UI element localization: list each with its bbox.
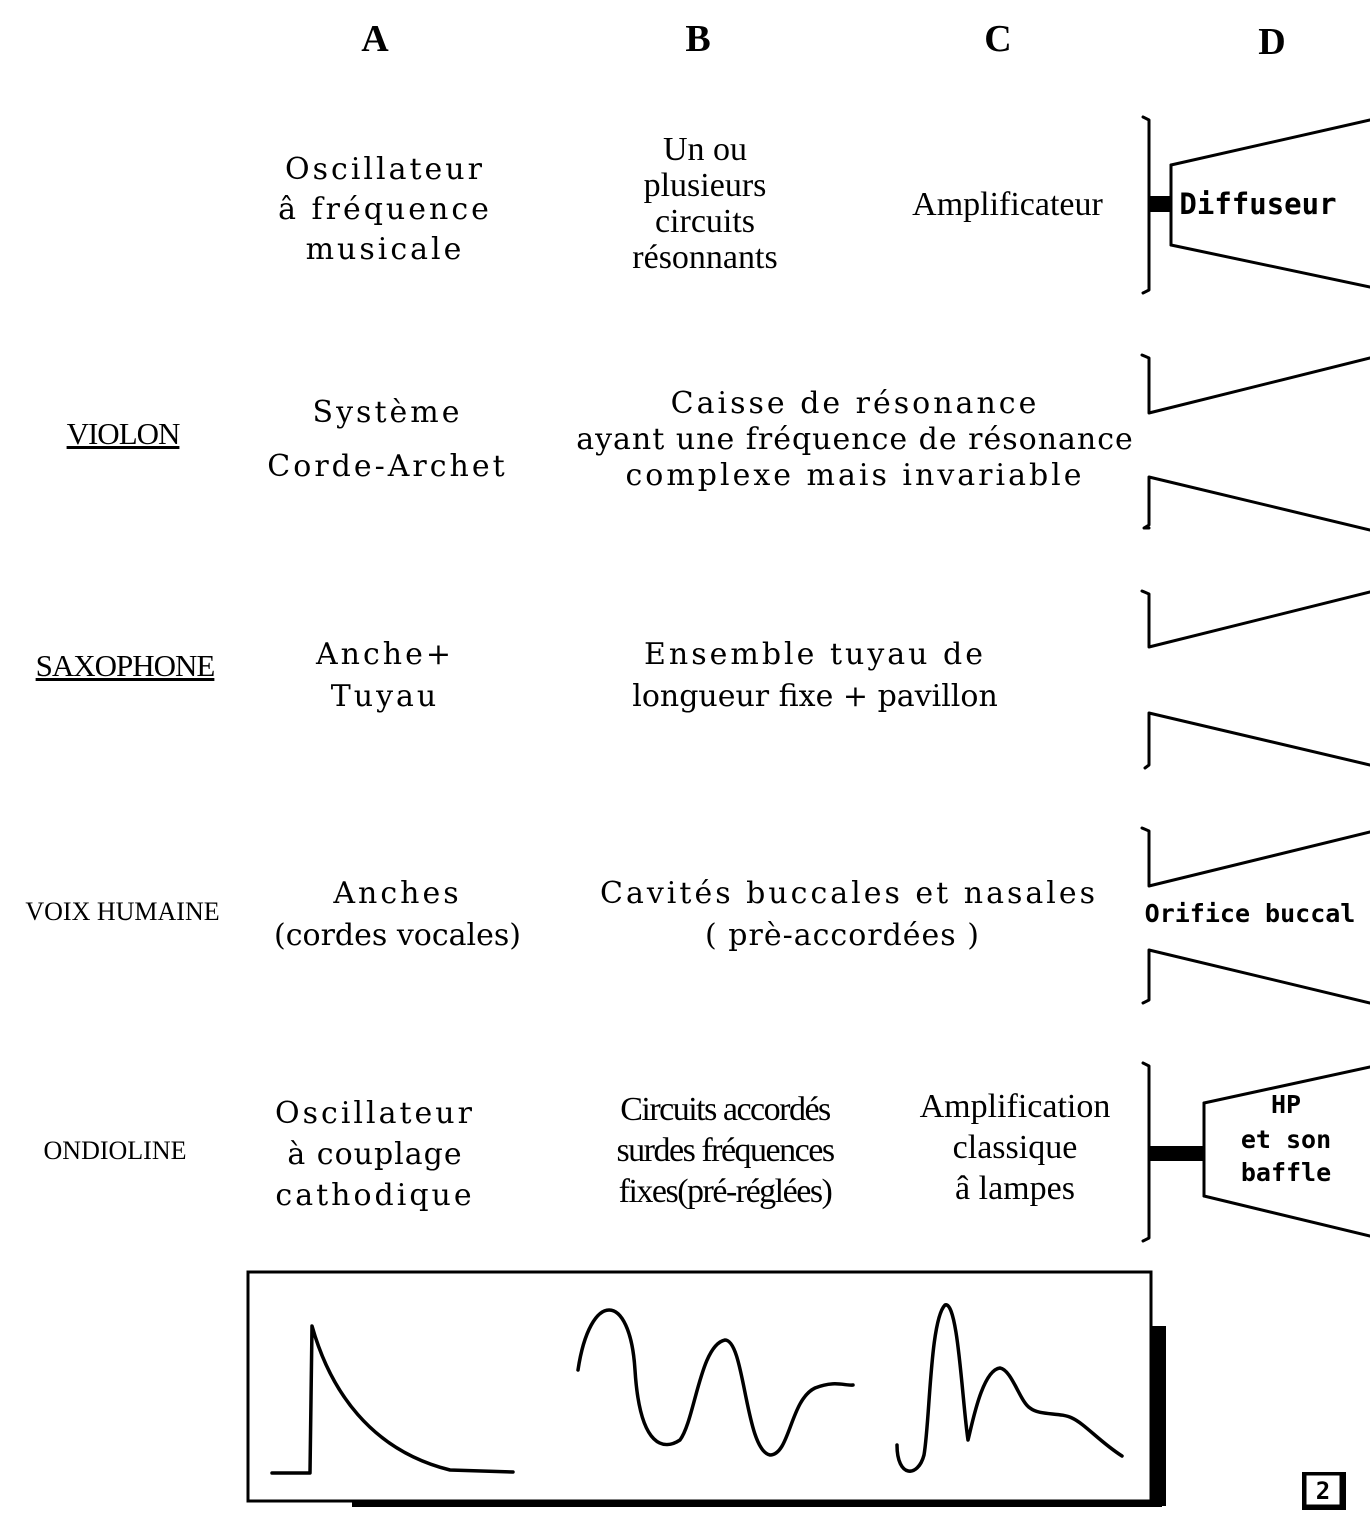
page-number-badge: 2 (1302, 1472, 1346, 1510)
text-line: complexe mais invariable (625, 458, 1085, 493)
generic-amplifier-text: Amplificateur (912, 186, 1103, 223)
ondioline-source-text: Oscillateur à couplage cathodique (250, 1093, 500, 1216)
text-line: cathodique (275, 1178, 475, 1213)
instrument-label-saxophone: SAXOPHONE (35, 648, 216, 683)
violon-horn-outline (1140, 353, 1370, 532)
waveform-excitation (270, 1324, 515, 1475)
text-line: classique (952, 1129, 1078, 1166)
text-line: plusieurs (643, 167, 767, 204)
text-line: ayant une fréquence de résonance (576, 422, 1134, 457)
mouth-label: Orifice buccal (1145, 899, 1356, 928)
saxophone-horn-outline (1140, 589, 1370, 770)
waveform-output (895, 1303, 1124, 1473)
ondioline-amplifier-text: Amplification classique â lampes (895, 1086, 1135, 1209)
generic-resonator-text: Un ou plusieurs circuits résonnants (585, 132, 825, 276)
instrument-label-voix-humaine: VOIX HUMAINE (25, 897, 220, 926)
text-line: (cordes vocales) (274, 918, 521, 953)
column-header-b: B (685, 18, 711, 60)
text-line: Corde-Archet (267, 449, 508, 484)
text-line: Cavités buccales et nasales (600, 876, 1098, 911)
saxophone-source-text: Anche+ Tuyau (280, 634, 490, 718)
text-line: résonnants (632, 239, 778, 276)
loudspeaker-label-line: HP (1271, 1090, 1301, 1119)
text-line: Oscillateur (275, 1096, 475, 1131)
violon-resonator-text: Caisse de résonance ayant une fréquence … (570, 386, 1140, 494)
voix-source-text: Anches (cordes vocales) (270, 873, 525, 957)
ondioline-resonator-text: Circuits accordés surdes fréquences fixe… (570, 1089, 880, 1212)
text-line: Caisse de résonance (670, 386, 1040, 421)
text-line: Tuyau (330, 679, 440, 714)
diffuser-label: Diffuseur (1179, 187, 1336, 221)
panel-shadow-right (1150, 1326, 1166, 1506)
text-line: Oscillateur (285, 152, 485, 187)
column-header-d: D (1258, 21, 1286, 63)
mouth-orifice-outline (1140, 826, 1370, 1005)
text-line: Anche+ (316, 637, 454, 672)
waveform-resonator (576, 1308, 855, 1457)
loudspeaker-label-line: et son (1241, 1125, 1331, 1154)
text-line: à couplage (287, 1137, 463, 1172)
text-line: circuits (654, 203, 756, 240)
voix-resonator-text: Cavités buccales et nasales ( prè-accord… (600, 873, 1098, 957)
text-line: Un ou (662, 131, 748, 168)
generic-source-text: Oscillateur â fréquence musicale (230, 150, 540, 270)
waveform-panel (246, 1270, 1166, 1507)
column-header-a: A (361, 18, 389, 60)
violon-source-text: Système Corde-Archet (255, 386, 520, 494)
text-line: â lampes (955, 1170, 1075, 1207)
diffuser-speaker (1141, 115, 1370, 295)
text-line: â fréquence (278, 192, 492, 227)
instrument-label-ondioline: ONDIOLINE (43, 1136, 187, 1165)
column-header-c: C (984, 18, 1012, 60)
text-line: Ensemble tuyau de (644, 637, 986, 672)
instrument-label-violon: VIOLON (66, 416, 181, 451)
text-line: Anches (333, 876, 462, 911)
loudspeaker-baffle (1141, 1061, 1370, 1243)
text-line: surdes fréquences (616, 1132, 835, 1169)
loudspeaker-label-line: baffle (1241, 1158, 1331, 1187)
text-line: ( prè-accordées ) (705, 918, 980, 953)
text-line: fixes(pré-réglées) (618, 1173, 833, 1210)
text-line: longueur fixe + pavillon (632, 679, 998, 714)
page-number: 2 (1316, 1477, 1330, 1505)
text-line: Amplification (919, 1088, 1111, 1125)
saxophone-resonator-text: Ensemble tuyau de longueur fixe + pavill… (610, 634, 1020, 718)
text-line: Système (312, 395, 463, 430)
text-line: musicale (305, 232, 465, 267)
text-line: Circuits accordés (620, 1091, 831, 1128)
